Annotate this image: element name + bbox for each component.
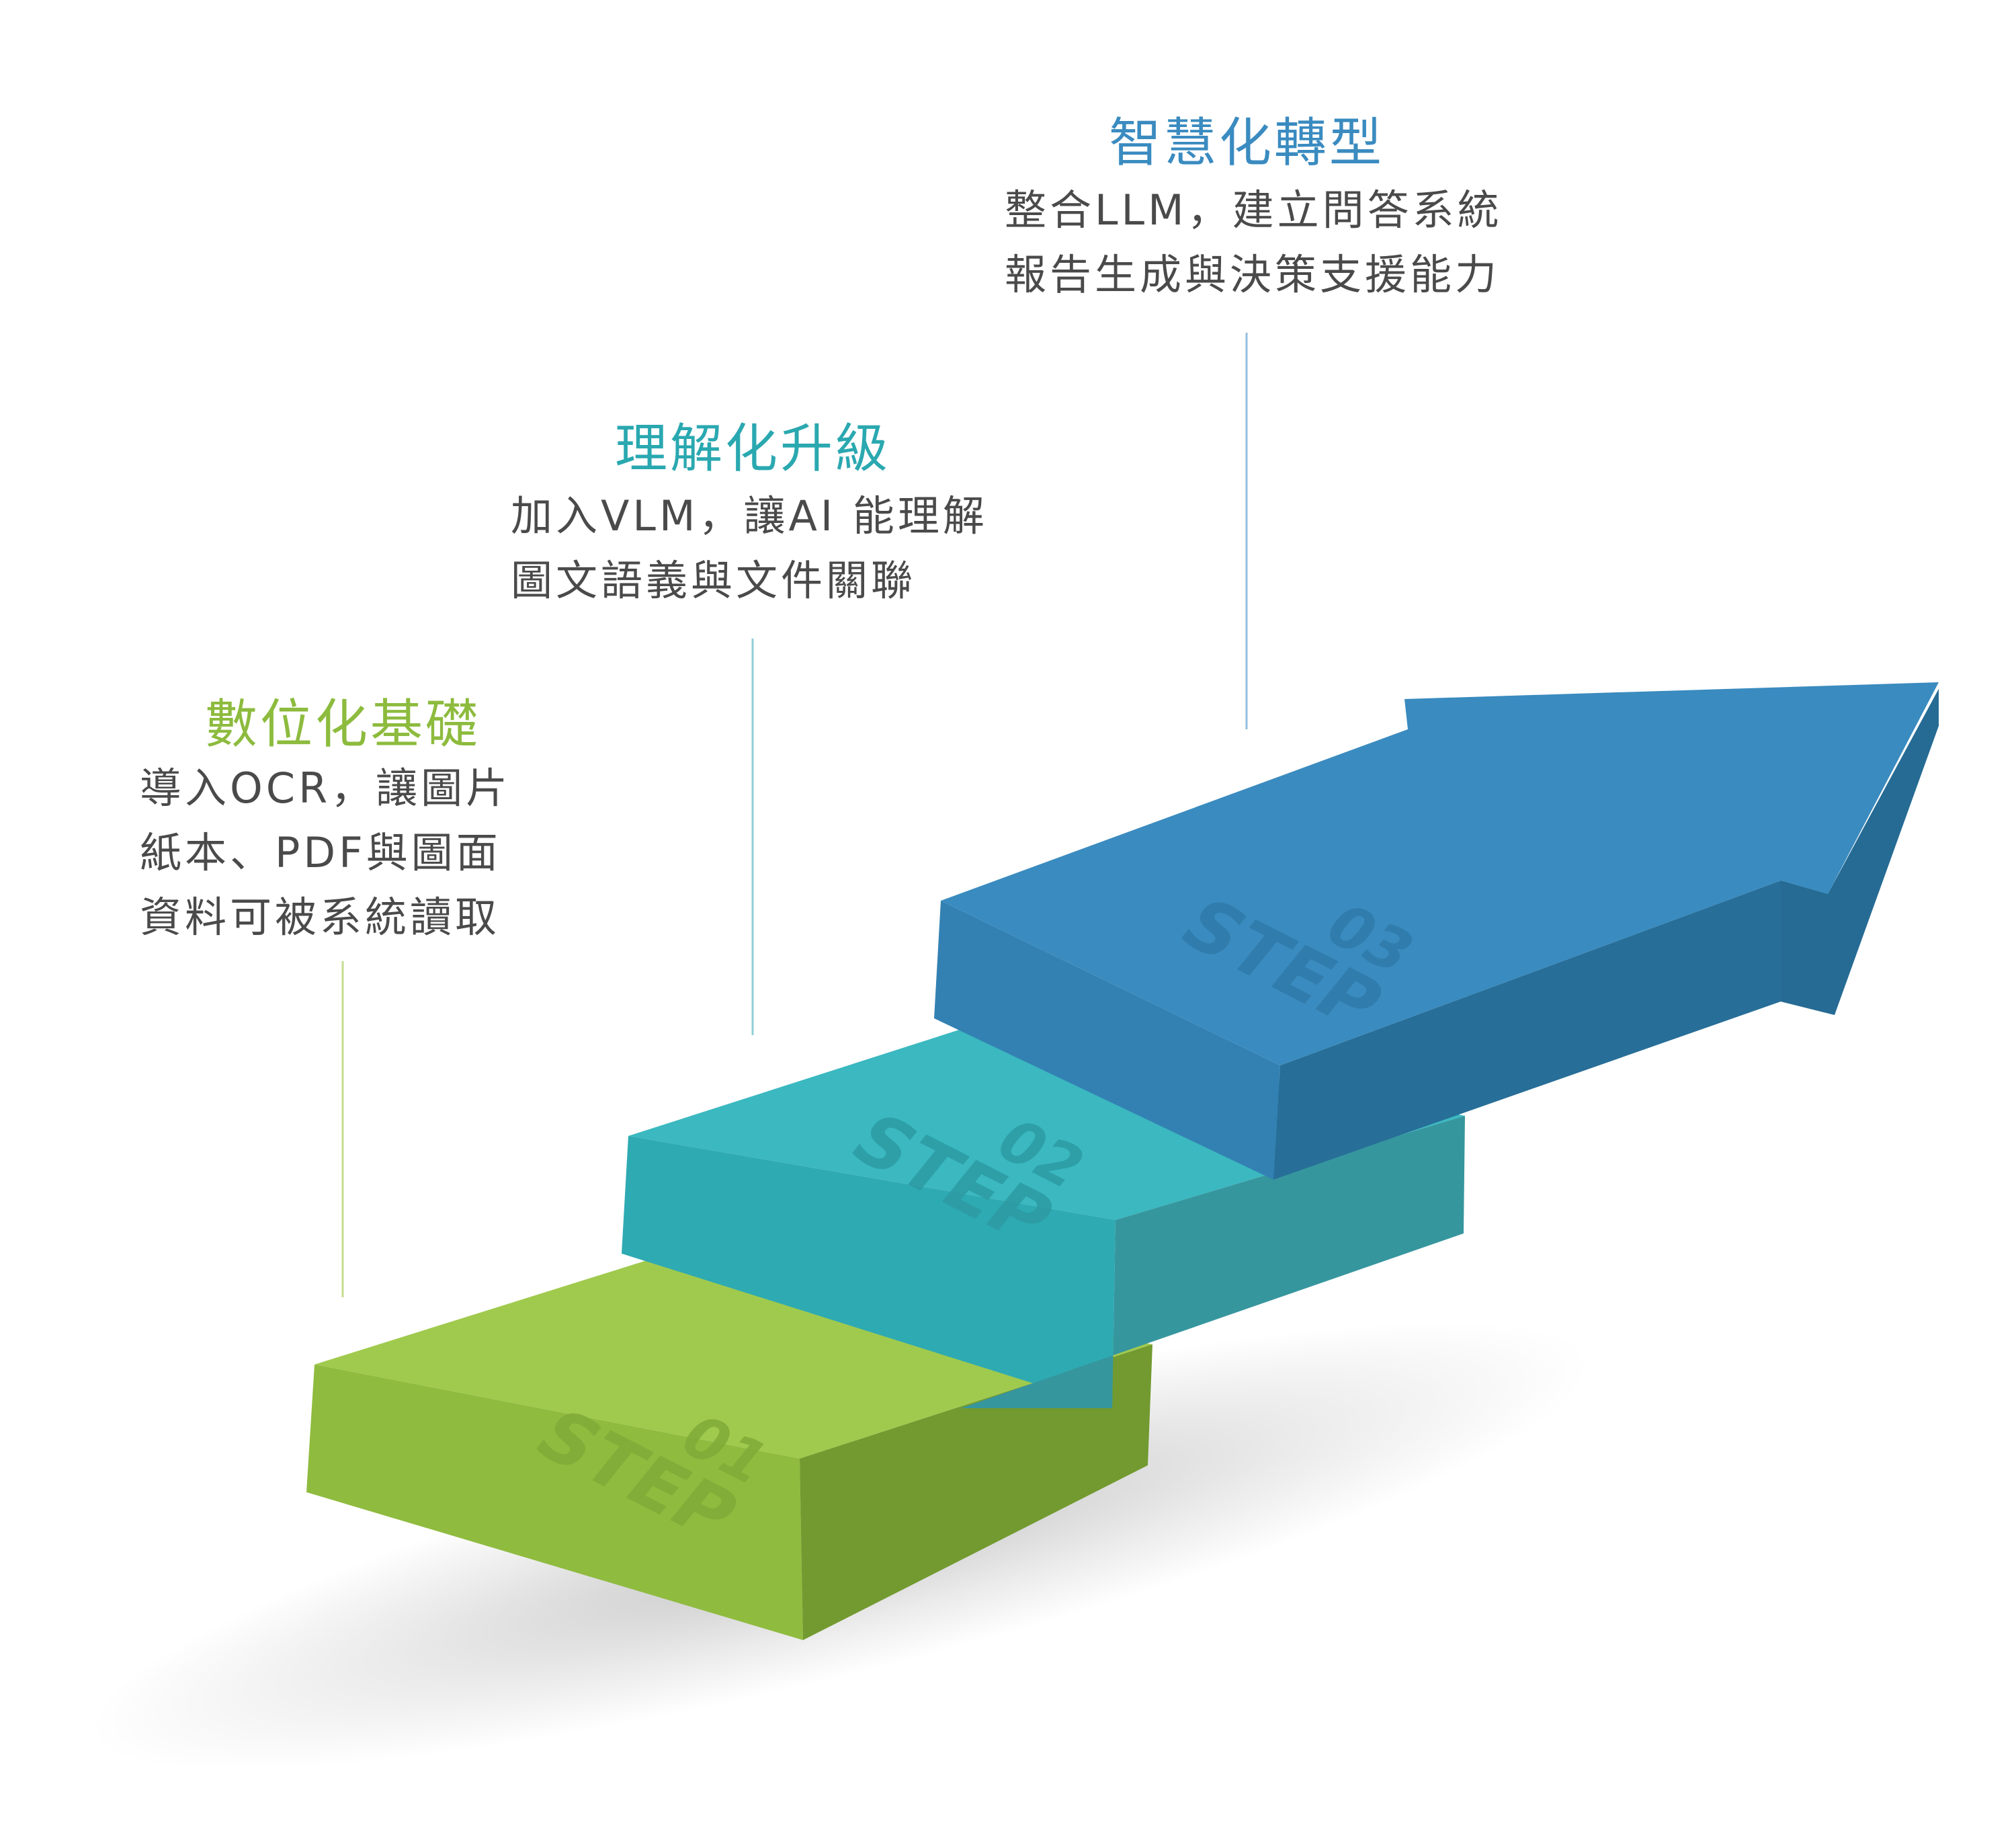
step-1-description: 導入OCR，讓圖片 紙本、PDF與圖面 資料可被系統讀取 — [140, 756, 511, 950]
step-3-description-line: 整合LLM，建立問答系統 — [1005, 186, 1503, 235]
step-1-front-face — [306, 1364, 803, 1640]
step-3-arrow-front-face — [934, 901, 1280, 1180]
step-3-arrow-head-side — [1781, 689, 1939, 1015]
step-1-side-face — [800, 1344, 1152, 1640]
step-2-front-face — [622, 1136, 1116, 1408]
step-3-description: 整合LLM，建立問答系統 報告生成與決策支援能力 — [1005, 178, 1503, 307]
step-3-arrow — [934, 682, 1939, 1180]
step-1-description-line: 導入OCR，讓圖片 — [140, 764, 511, 813]
step-1-top-face — [314, 1256, 1152, 1459]
step-1-description-line: 資料可被系統讀取 — [140, 893, 501, 942]
step-3-arrow-side-face — [1273, 689, 1939, 1180]
step-3-description-line: 報告生成與決策支援能力 — [1005, 250, 1501, 299]
step-2-description-line: 加入VLM，讓AI 能理解 — [511, 491, 988, 540]
step-1-description-line: 紙本、PDF與圖面 — [140, 828, 501, 877]
step-3-arrow-top-face — [941, 682, 1939, 1065]
step-1-title: 數位化基礎 — [204, 694, 480, 755]
step-2-title: 理解化升級 — [614, 419, 890, 479]
step-2-description: 加入VLM，讓AI 能理解 圖文語義與文件關聯 — [511, 484, 988, 613]
step-2-side-face — [961, 1116, 1465, 1408]
step-1-block — [306, 1256, 1152, 1640]
step-3-title: 智慧化轉型 — [1108, 113, 1384, 173]
step-2-description-line: 圖文語義與文件關聯 — [511, 556, 917, 605]
